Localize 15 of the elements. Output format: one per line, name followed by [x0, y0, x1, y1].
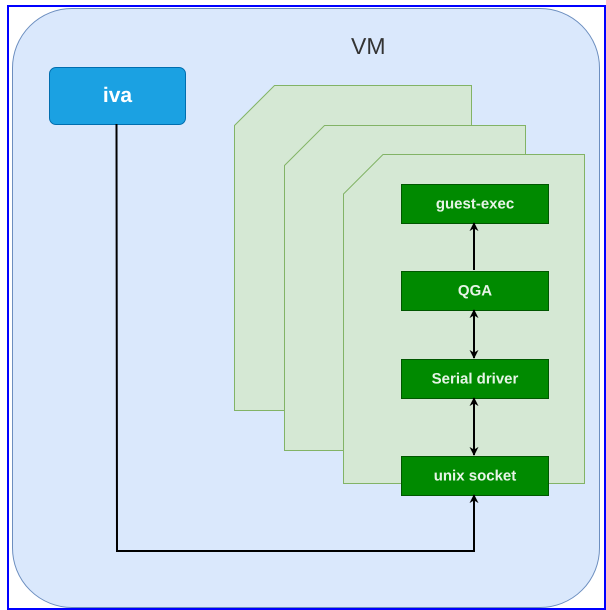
process-box — [401, 456, 549, 496]
box-label: guest-exec — [436, 196, 514, 212]
process-box — [401, 184, 549, 224]
arrow — [470, 222, 478, 270]
arrow — [470, 397, 478, 456]
box-label: unix socket — [434, 468, 516, 484]
process-box — [49, 67, 186, 125]
process-box — [401, 271, 549, 311]
arrow — [116, 124, 478, 552]
box-label: Serial driver — [432, 370, 518, 388]
arrow — [470, 309, 478, 359]
container-title: VM — [351, 33, 386, 60]
box-label: iva — [102, 84, 132, 108]
process-box — [401, 359, 549, 399]
box-label: QGA — [458, 282, 492, 300]
